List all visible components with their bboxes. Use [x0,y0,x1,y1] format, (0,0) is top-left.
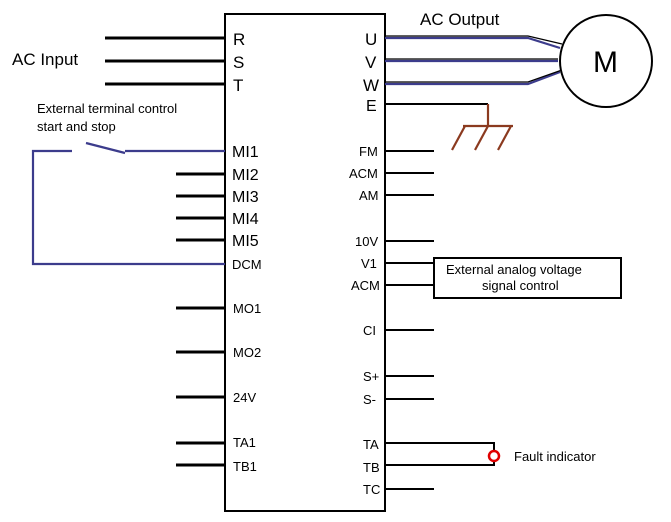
terminal-ta: TA [363,437,379,452]
terminal-e: E [366,98,377,115]
ground-leg-1 [451,125,466,151]
fault-indicator-lamp [487,449,501,463]
switch-note-line2: start and stop [37,119,116,134]
terminal-mo2: MO2 [233,345,261,360]
terminal-tc: TC [363,482,380,497]
terminal-24v: 24V [233,390,256,405]
terminal-w: W [363,76,379,95]
switch-note-line1: External terminal control [37,101,177,116]
terminal-acm-2: ACM [351,278,380,293]
terminal-splus: S+ [363,369,379,384]
fault-indicator-label: Fault indicator [514,449,596,464]
terminal-sminus: S- [363,392,376,407]
control-loop-wire [31,149,225,266]
terminal-acm-1: ACM [349,166,378,181]
analog-note-line2: signal control [482,278,559,293]
terminal-u: U [365,30,377,49]
terminal-mi1: MI1 [232,144,259,161]
analog-note-box [433,257,622,299]
ac-output-label: AC Output [420,10,500,29]
terminal-mo1: MO1 [233,301,261,316]
output-wire-w-black [385,69,563,83]
ground-leg-2 [474,125,489,151]
fault-loop-wire [385,442,495,466]
switch-blade [85,141,126,155]
output-wire-w [385,70,561,86]
terminal-tb1: TB1 [233,459,257,474]
terminal-mi2: MI2 [232,167,259,184]
terminal-ta1: TA1 [233,435,256,450]
terminal-v1: V1 [361,256,377,271]
inverter-body [224,13,386,512]
terminal-t: T [233,76,243,95]
terminal-dcm: DCM [232,257,262,272]
terminal-mi5: MI5 [232,233,259,250]
terminal-s: S [233,53,244,72]
terminal-r: R [233,30,245,49]
ground-leg-3 [497,125,512,151]
terminal-mi4: MI4 [232,211,259,228]
terminal-tb: TB [363,460,380,475]
motor-symbol [559,14,653,108]
analog-note-line1: External analog voltage [446,262,582,277]
terminal-v: V [365,53,377,72]
ac-input-label: AC Input [12,50,78,69]
terminal-ci: CI [363,323,376,338]
motor-label: M [593,46,618,79]
terminal-10v: 10V [355,234,378,249]
terminal-fm: FM [359,144,378,159]
output-wire-u [385,36,561,50]
terminal-mi3: MI3 [232,189,259,206]
terminal-am: AM [359,188,379,203]
output-wire-u-black [385,35,563,45]
